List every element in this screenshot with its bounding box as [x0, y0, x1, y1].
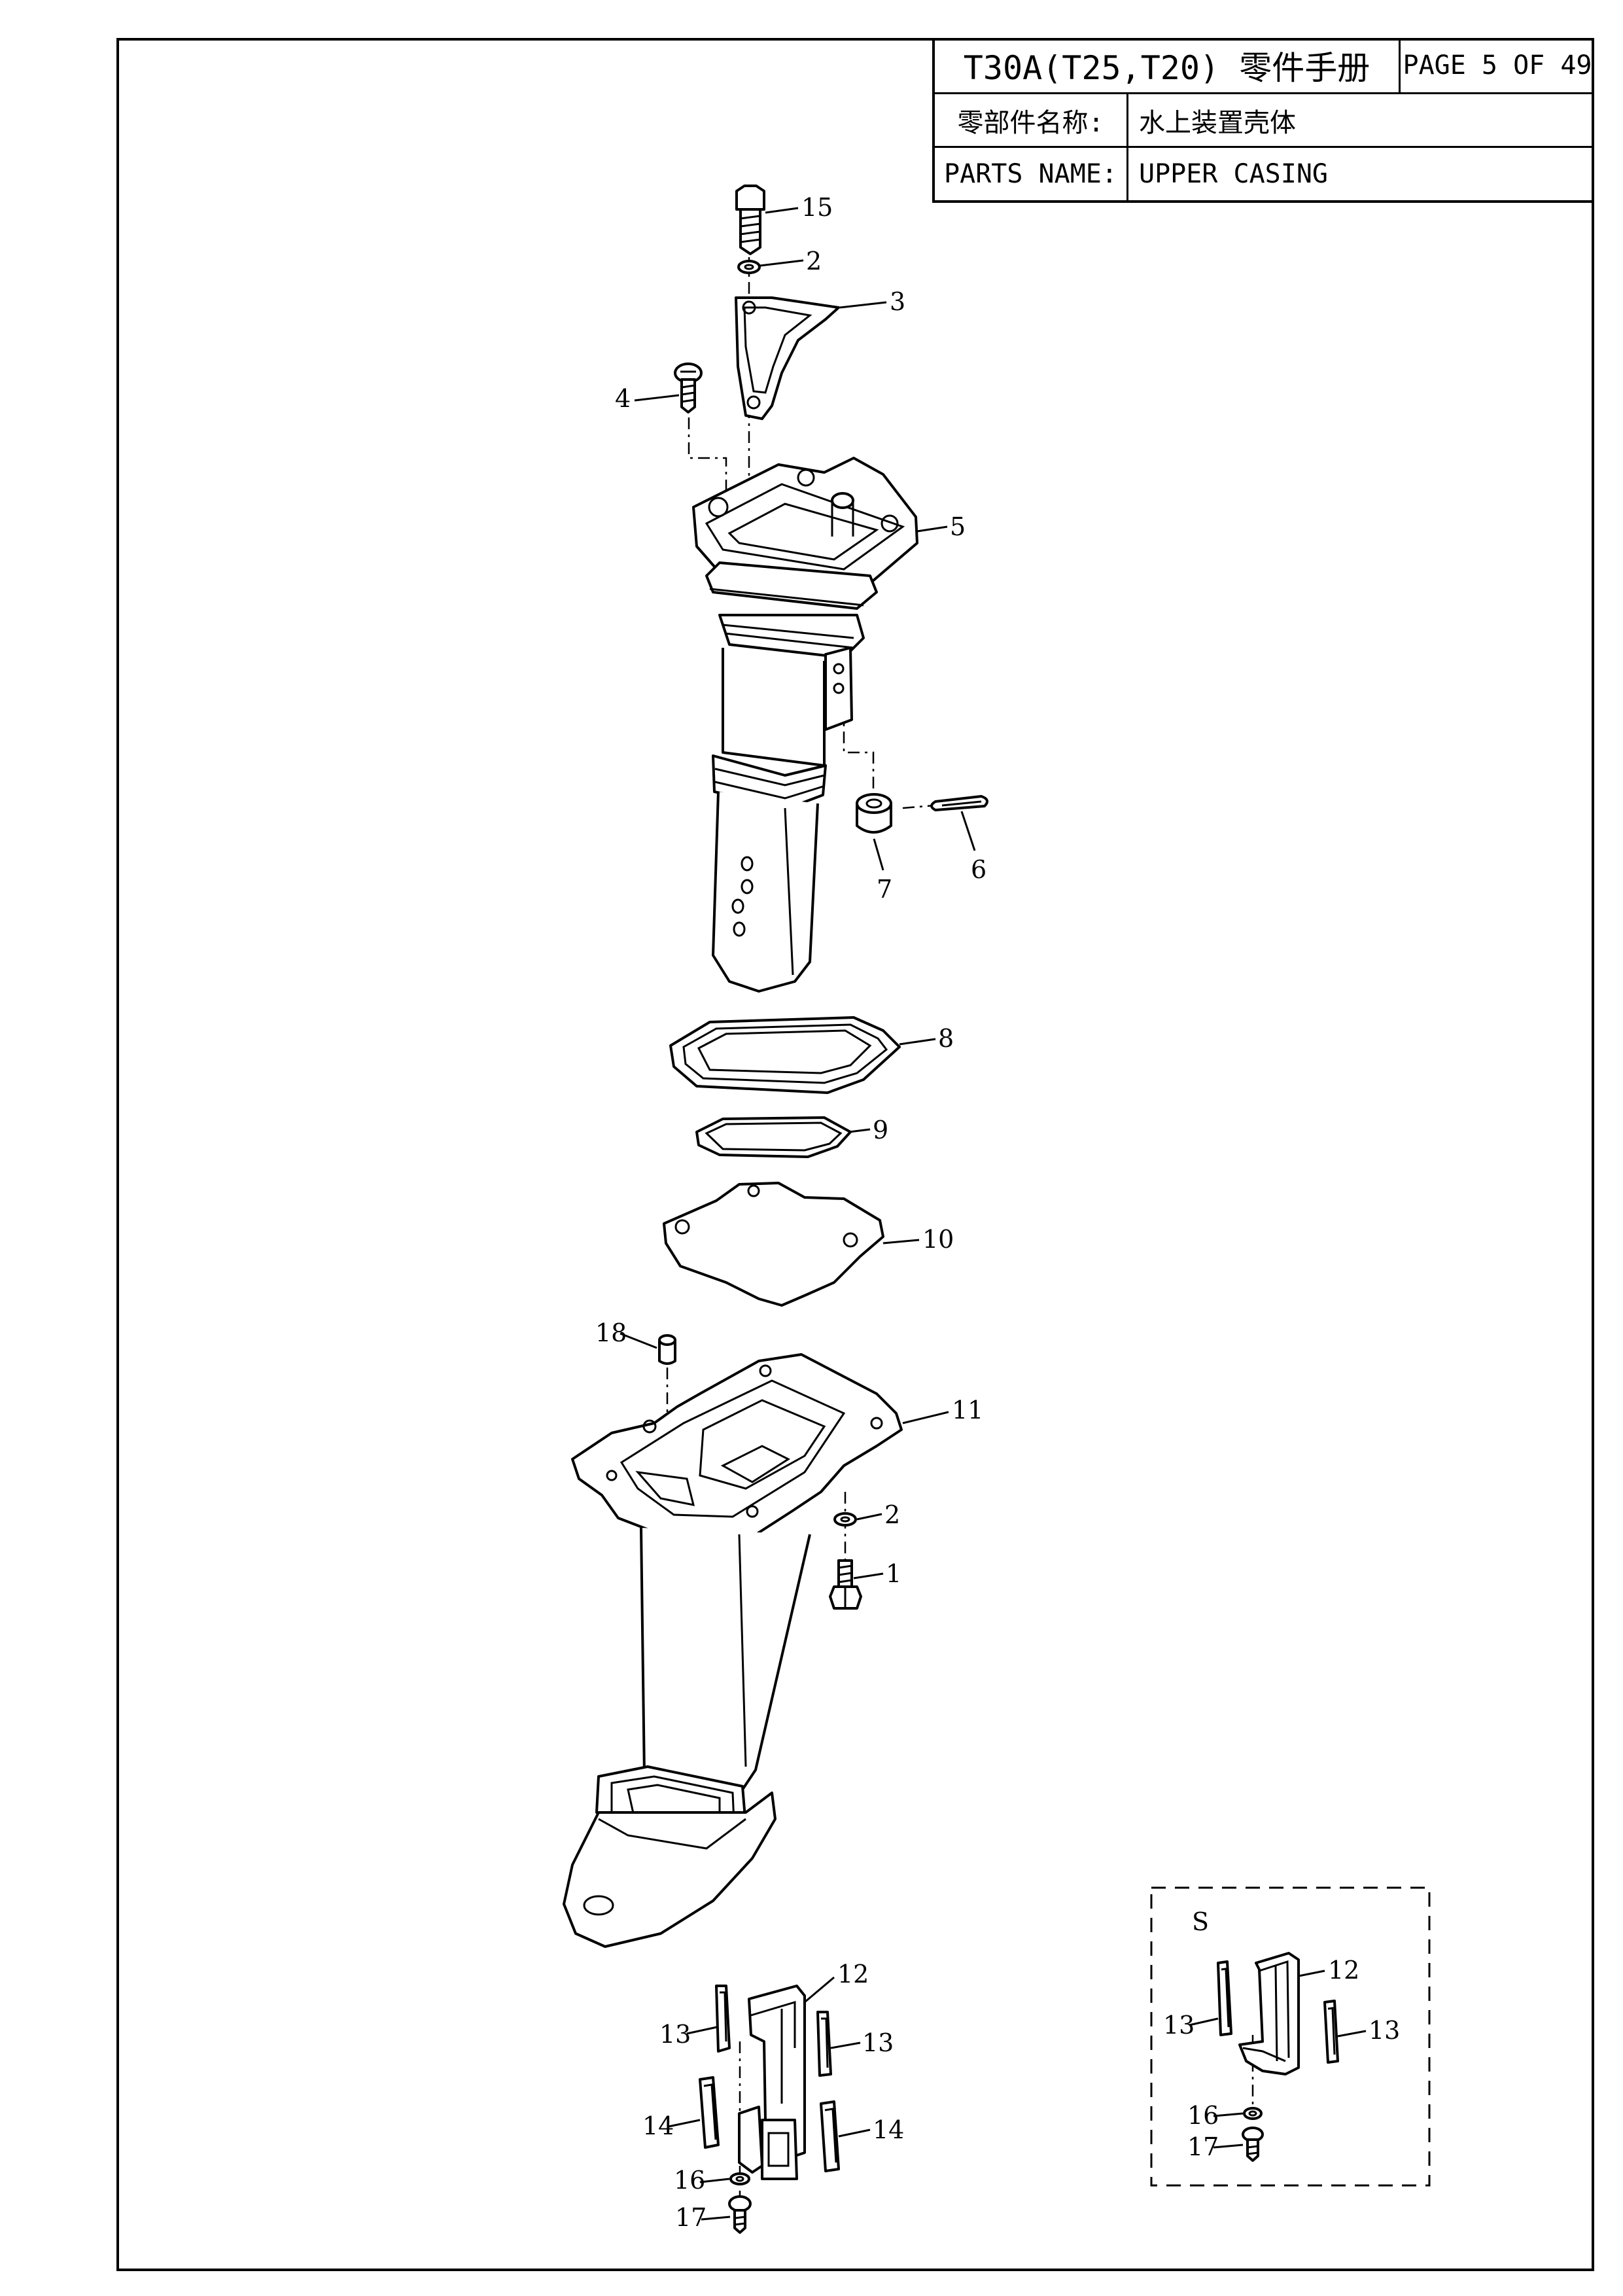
- drive-shaft-housing-11: [563, 1353, 903, 1948]
- upper-casing-5: [692, 457, 918, 993]
- page-number: PAGE 5 OF 49: [1403, 50, 1592, 80]
- callout-17-s: 17: [1187, 2132, 1219, 2161]
- callout-16: 16: [674, 2166, 705, 2195]
- callout-10: 10: [922, 1225, 954, 1254]
- centerline-collar: [843, 707, 875, 805]
- callout-17: 17: [675, 2203, 707, 2232]
- callout-14-right: 14: [873, 2115, 904, 2144]
- callout-13-s-left: 13: [1163, 2011, 1195, 2040]
- screw-17-s: [1242, 2127, 1264, 2162]
- title-row: T30A(T25,T20) 零件手册 PAGE 5 OF 49: [935, 38, 1594, 94]
- strip-13-s-right: [1323, 2000, 1339, 2064]
- callout-7: 7: [877, 875, 892, 904]
- chinese-part-name-label: 零部件名称:: [935, 94, 1128, 146]
- dowel-18: [658, 1334, 676, 1365]
- callout-12: 12: [837, 1960, 869, 1988]
- callout-9: 9: [873, 1116, 888, 1144]
- gasket-8: [669, 1016, 901, 1094]
- seal-9: [695, 1116, 852, 1158]
- pad-14-right: [820, 2100, 840, 2172]
- gasket-10: [663, 1182, 884, 1307]
- callout-1: 1: [886, 1559, 901, 1588]
- english-part-name-label: PARTS NAME:: [935, 148, 1128, 200]
- title-block: T30A(T25,T20) 零件手册 PAGE 5 OF 49 零部件名称: 水…: [932, 38, 1594, 203]
- callout-2-bottom: 2: [884, 1500, 900, 1529]
- callout-4: 4: [615, 384, 631, 413]
- chinese-name-row: 零部件名称: 水上装置壳体: [935, 94, 1594, 148]
- callout-14-left: 14: [642, 2111, 674, 2140]
- chinese-part-name-value: 水上装置壳体: [1139, 107, 1296, 138]
- guide-12-s: [1238, 1952, 1300, 2075]
- callout-5: 5: [950, 512, 966, 541]
- strip-13-right: [816, 2011, 832, 2077]
- page-frame: [116, 38, 1594, 2271]
- bracket-3: [735, 296, 840, 420]
- english-name-row: PARTS NAME: UPPER CASING: [935, 148, 1594, 200]
- variant-box-s: S 12 13 13 16 17: [1150, 1886, 1431, 2187]
- callout-13-s-right: 13: [1369, 2016, 1400, 2045]
- strip-13-s-left: [1217, 1960, 1232, 2036]
- pin-6: [930, 795, 988, 811]
- guide-12: [738, 1985, 806, 2180]
- variant-label: S: [1192, 1907, 1209, 1936]
- screw-4: [674, 362, 703, 414]
- washer-2-top: [737, 260, 761, 274]
- document-title: T30A(T25,T20) 零件手册: [935, 38, 1401, 92]
- screw-17: [728, 2195, 752, 2234]
- callout-6: 6: [971, 855, 986, 884]
- washer-16: [729, 2172, 750, 2185]
- strip-13-left: [715, 1985, 731, 2053]
- callout-18: 18: [595, 1318, 627, 1347]
- callout-11: 11: [952, 1396, 983, 1424]
- callout-3: 3: [890, 287, 905, 316]
- callout-8: 8: [938, 1024, 954, 1053]
- callout-2-top: 2: [806, 247, 822, 275]
- washer-2-bottom: [833, 1512, 857, 1527]
- washer-16-s: [1243, 2107, 1263, 2120]
- callout-13-left: 13: [659, 2020, 691, 2049]
- bolt-1: [829, 1559, 862, 1610]
- callout-15: 15: [801, 193, 833, 222]
- collar-7: [856, 793, 892, 834]
- pad-14-left: [699, 2076, 720, 2149]
- centerline-screw-4: [688, 393, 727, 497]
- bolt-15: [735, 185, 765, 255]
- callout-13-right: 13: [862, 2028, 894, 2057]
- english-part-name-value: UPPER CASING: [1139, 159, 1328, 189]
- callout-16-s: 16: [1187, 2101, 1219, 2130]
- callout-12-s: 12: [1328, 1956, 1359, 1985]
